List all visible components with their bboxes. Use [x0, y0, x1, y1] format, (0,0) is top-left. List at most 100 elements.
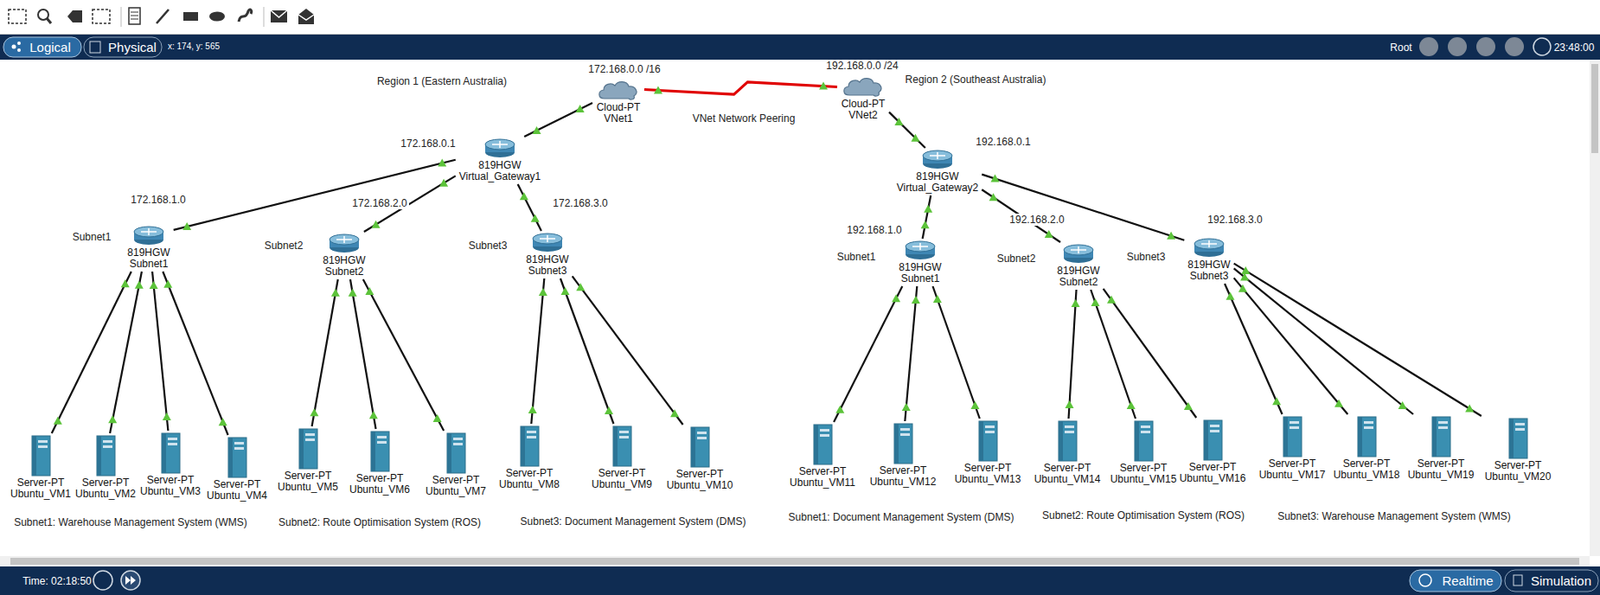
network-link — [1103, 288, 1197, 418]
network-link — [902, 286, 921, 422]
server-device: Server-PTUbuntu_VM14 — [1032, 420, 1103, 486]
server-slot — [819, 434, 830, 437]
ui-label: Time: 02:18:50 — [22, 575, 92, 588]
device-name: Ubuntu_VM15 — [1110, 473, 1178, 486]
server-slot — [619, 430, 629, 434]
server-slot — [1438, 421, 1448, 424]
link-light — [1107, 295, 1116, 304]
server-slot — [1363, 426, 1374, 429]
device-model: 819HGW — [898, 262, 941, 274]
link-light — [134, 281, 144, 289]
resize-icon — [92, 9, 110, 24]
server-device: Server-PTUbuntu_VM5 — [275, 428, 340, 493]
router-device: 819HGWSubnet1 — [125, 225, 172, 270]
server-icon — [294, 428, 321, 470]
network-link — [524, 102, 593, 137]
device-model: Server-PT — [1034, 462, 1101, 474]
link-light — [902, 403, 911, 411]
link-light — [531, 214, 540, 223]
link-line — [1234, 263, 1482, 416]
device-name: Ubuntu_VM20 — [1484, 471, 1552, 483]
router-icon — [132, 225, 166, 247]
cloud-device: Cloud-PTVNet2 — [838, 75, 888, 122]
link-light — [1225, 292, 1235, 301]
server-body — [1432, 416, 1451, 457]
server-device: Server-PTUbuntu_VM12 — [868, 422, 939, 488]
server-slot — [697, 431, 707, 435]
rect-tool-icon — [183, 12, 199, 21]
router-arrow — [546, 235, 549, 243]
link-line — [933, 286, 980, 419]
server-side — [1509, 418, 1514, 459]
mode-bar — [0, 34, 1600, 60]
link-light — [519, 192, 529, 200]
network-link — [933, 286, 980, 419]
link-light — [923, 204, 933, 213]
link-line — [518, 184, 542, 231]
server-side — [613, 426, 618, 467]
server-slot — [1438, 426, 1448, 429]
link-light — [218, 417, 228, 426]
link-line — [922, 195, 932, 239]
clock-icon — [1533, 38, 1551, 56]
server-slot — [453, 442, 463, 446]
server-slot — [102, 445, 113, 448]
move-button — [1476, 37, 1496, 57]
device-name: Ubuntu_VM6 — [349, 484, 410, 496]
link-light — [653, 85, 663, 94]
peering-link — [644, 82, 838, 96]
note-label: Subnet3: Document Management System (DMS… — [518, 515, 749, 528]
ui-label: Logical — [29, 39, 71, 56]
router-arrow — [499, 140, 501, 148]
note-label: VNet Network Peering — [691, 112, 798, 125]
server-side — [447, 433, 452, 474]
complex-pdu-icon-flap — [298, 14, 314, 20]
server-device: Server-PTUbuntu_VM10 — [665, 426, 736, 492]
realtime-icon — [1419, 574, 1432, 587]
device-model: Server-PT — [75, 477, 136, 489]
v-scrollbar — [1589, 59, 1600, 557]
device-model: Server-PT — [954, 462, 1022, 474]
pdu-icon — [270, 10, 288, 23]
device-name: Virtual_Gateway2 — [896, 182, 980, 194]
server-slot — [985, 430, 995, 434]
router-arrow — [919, 243, 922, 250]
link-line — [560, 278, 614, 424]
device-model: Server-PT — [1333, 458, 1401, 470]
link-light — [108, 415, 117, 423]
server-slot — [1064, 425, 1075, 429]
link-light — [1272, 396, 1281, 405]
server-device: Server-PTUbuntu_VM8 — [497, 425, 562, 491]
server-icon — [92, 435, 119, 477]
server-slot — [900, 428, 910, 431]
note-icon-line — [130, 15, 139, 17]
server-device: Server-PTUbuntu_VM16 — [1177, 419, 1248, 485]
simulation-icon — [1513, 575, 1523, 586]
server-slot — [167, 437, 178, 441]
link-light — [576, 282, 585, 291]
router-icon — [483, 138, 517, 160]
link-line — [889, 112, 926, 148]
server-slot — [377, 435, 387, 439]
link-light — [437, 159, 447, 167]
server-body — [1203, 420, 1223, 461]
server-body — [1058, 421, 1077, 461]
server-slot — [377, 441, 387, 444]
cloud-shape — [599, 82, 637, 100]
router-top — [134, 226, 164, 237]
server-device: Server-PTUbuntu_VM11 — [787, 423, 858, 489]
device-model: 819HGW — [1187, 259, 1230, 271]
server-slot — [526, 430, 537, 434]
note-icon-line — [130, 12, 139, 13]
note-label: 172.168.1.0 — [128, 193, 187, 206]
ui-label: Simulation — [1530, 573, 1592, 589]
realtime-button — [1409, 569, 1502, 592]
device-name: Ubuntu_VM17 — [1259, 469, 1326, 481]
server-icon — [1054, 420, 1081, 462]
link-light — [835, 405, 845, 414]
server-icon — [1353, 416, 1380, 458]
cluster-button — [1447, 37, 1467, 57]
device-name: Ubuntu_VM12 — [870, 476, 937, 488]
link-light — [433, 414, 442, 423]
link-light — [1044, 230, 1054, 238]
